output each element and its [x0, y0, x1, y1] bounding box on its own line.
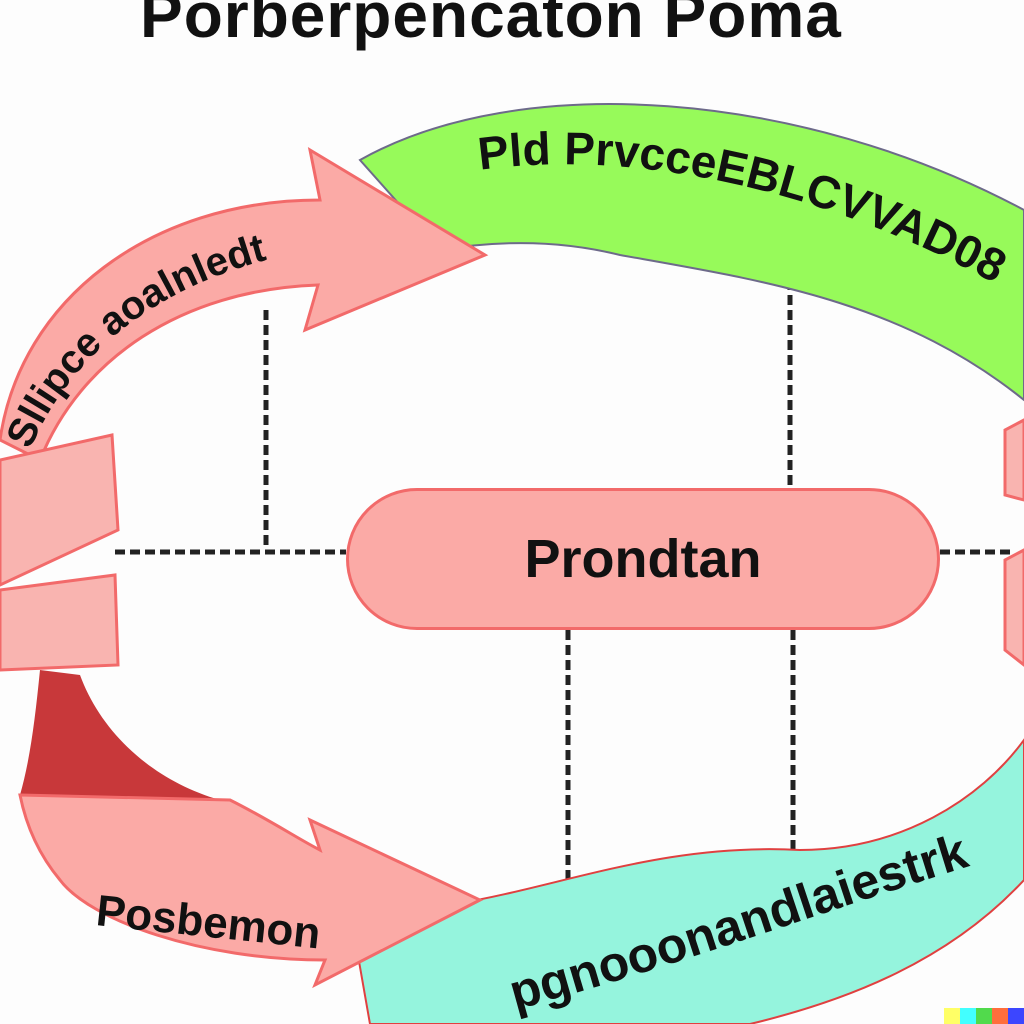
badge-swatch [976, 1008, 992, 1024]
badge-swatch [944, 1008, 960, 1024]
dark-red-curl [20, 670, 220, 800]
center-node: Prondtan [346, 488, 940, 630]
green-arrow-band [358, 103, 1024, 402]
top-left-pink-arrow [0, 146, 489, 463]
right-ribbon [1003, 418, 1024, 667]
diagram-title: Porberpencaton Poma [140, 0, 842, 51]
color-badge [944, 1008, 1024, 1024]
left-ribbon [0, 433, 120, 587]
badge-swatch [1008, 1008, 1024, 1024]
badge-swatch [960, 1008, 976, 1024]
bottom-left-pink-arrow [18, 793, 484, 989]
teal-arrow-band [348, 738, 1024, 1024]
left-ribbon-lower [0, 573, 120, 672]
badge-swatch [992, 1008, 1008, 1024]
dashed-guides [115, 280, 1010, 915]
